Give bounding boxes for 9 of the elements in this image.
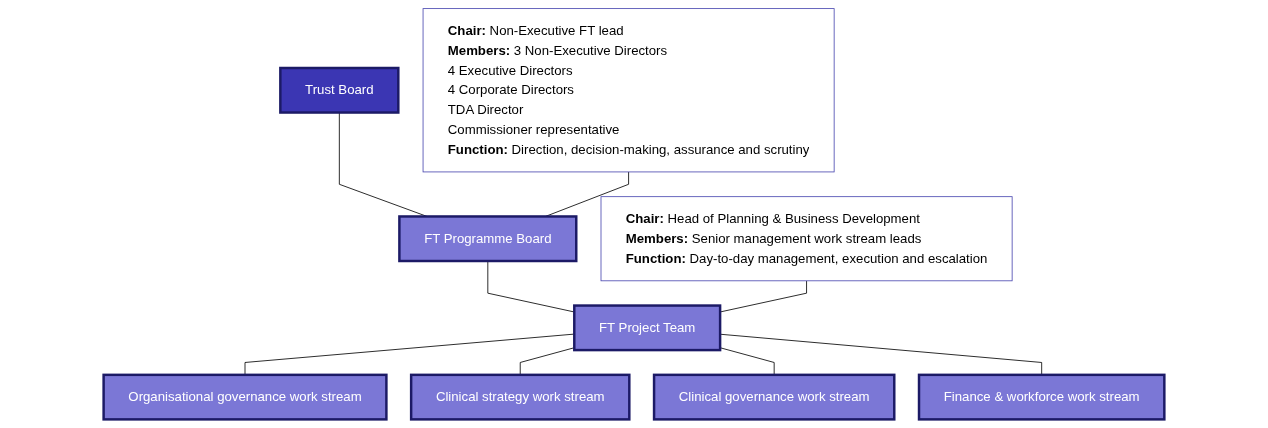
node-box: Trust Board — [279, 66, 400, 114]
node-box: Clinical governance work stream — [652, 373, 896, 421]
node-box: FT Programme Board — [398, 215, 578, 263]
node-box: Organisational governance work stream — [102, 373, 388, 421]
node-box: Finance & workforce work stream — [917, 373, 1166, 421]
node-box: Clinical strategy work stream — [409, 373, 631, 421]
node-box: Chair: Head of Planning & Business Development Members: Senior management work stream leads Function: Day-to-day management, execution and escalation — [600, 196, 1013, 282]
node-box: FT Project Team — [573, 304, 722, 352]
node-box: Chair: Non-Executive FT lead Members: 3 Non-Executive Directors 4 Executive Directors 4 Corporate Directors TDA Director Commissioner representative Function: Direction, decision-making, assurance and scrutiny — [422, 8, 835, 173]
